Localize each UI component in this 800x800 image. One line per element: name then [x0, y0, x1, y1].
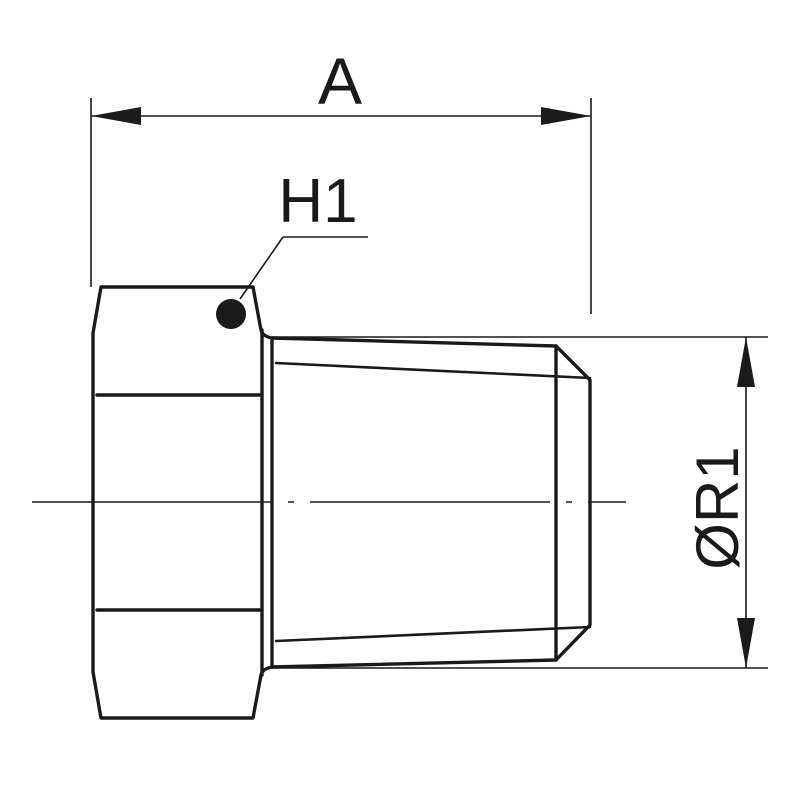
- thread-line-lower: [274, 625, 592, 643]
- arrowhead-right: [541, 107, 591, 125]
- arrowhead-left: [91, 107, 141, 125]
- diameter-dimension-label: ØR1: [684, 446, 751, 569]
- diameter-dimension: ØR1: [272, 336, 768, 669]
- arrowhead-bottom: [737, 618, 755, 668]
- length-dimension-label: A: [318, 44, 362, 118]
- callout-leader: [239, 236, 284, 300]
- hole-marker: [216, 299, 246, 329]
- length-dimension: A: [90, 44, 592, 314]
- thread-line-upper: [274, 361, 592, 380]
- hole-callout: H1: [216, 167, 368, 329]
- arrowhead-top: [737, 337, 755, 387]
- hole-callout-label: H1: [278, 167, 357, 236]
